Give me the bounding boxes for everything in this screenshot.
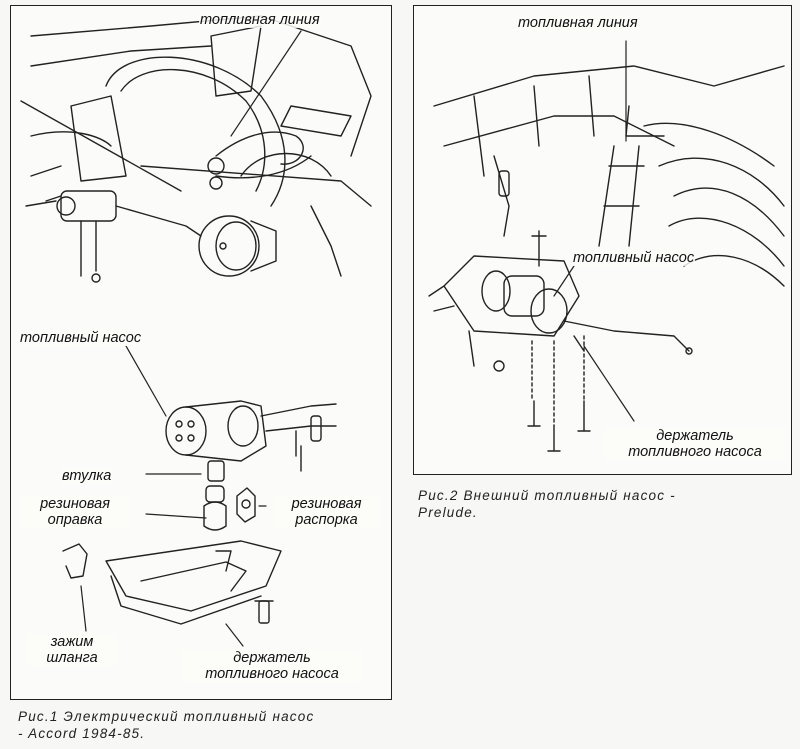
fig1-label-rubber-spacer-line1: резиновая	[291, 496, 362, 512]
pump-holder-bracket	[105, 540, 282, 625]
hose-clamp	[62, 543, 88, 579]
fig1-label-rubber-spacer-line2: распорка	[295, 512, 358, 528]
fig2-label-fuel-pump: топливный насос	[572, 250, 696, 266]
fig1-label-hose-clamp-line2: шланга	[46, 650, 98, 666]
figure-1-drawing	[20, 15, 372, 647]
fig2-label-pump-holder-line1: держатель	[656, 428, 734, 444]
fig1-label-rubber-mount-line1: резиновая	[40, 496, 110, 512]
fig1-label-rubber-spacer: резиновая распорка	[273, 496, 380, 528]
fig2-leader-pump-holder	[583, 345, 635, 422]
fig1-label-fuel-line: топливная линия	[199, 12, 321, 28]
fig1-label-bushing: втулка	[61, 468, 113, 484]
car-body-sketch	[20, 15, 372, 277]
fig2-label-pump-holder-line2: топливного насоса	[628, 444, 762, 460]
fig1-caption-line2: - Accord 1984-85.	[18, 726, 146, 741]
fig1-label-rubber-mount: резиновая оправка	[19, 496, 131, 528]
fig1-label-rubber-mount-line2: оправка	[47, 512, 103, 528]
fig2-caption-line1: Рис.2 Внешний топливный насос -	[418, 488, 676, 503]
leader-lines	[80, 473, 267, 647]
fig1-label-pump-holder-line1: держатель	[233, 650, 311, 666]
exploded-fuel-pump	[165, 400, 337, 472]
fig1-label-hose-clamp-line1: зажим	[50, 634, 94, 650]
figure-1-panel: топливная линия топливный насос втулка р…	[10, 5, 392, 700]
fig2-bolts	[527, 335, 591, 452]
fig2-caption: Рис.2 Внешний топливный насос - Prelude.	[418, 487, 676, 521]
fig2-pump-assembly	[428, 230, 693, 372]
fig1-label-hose-clamp: зажим шланга	[26, 634, 118, 666]
fig2-label-fuel-line: топливная линия	[517, 15, 639, 31]
fig1-caption-line1: Рис.1 Электрический топливный насос	[18, 709, 315, 724]
figure-2-drawing	[428, 40, 785, 452]
small-pump-assembly	[45, 190, 202, 283]
bushing-and-mount	[203, 460, 256, 531]
fig2-label-pump-holder: держатель топливного насоса	[604, 428, 786, 460]
fig1-label-pump-holder-line2: топливного насоса	[205, 666, 339, 682]
fig1-caption: Рис.1 Электрический топливный насос - Ac…	[18, 708, 314, 742]
fig1-label-fuel-pump: топливный насос	[19, 330, 143, 346]
figure-2-panel: топливная линия топливный насос держател…	[413, 5, 792, 475]
fuel-line-sketch	[207, 30, 312, 190]
fig2-caption-line2: Prelude.	[418, 505, 478, 520]
leader-fuel-pump	[125, 345, 167, 417]
brake-booster-sketch	[198, 215, 277, 277]
fig1-label-pump-holder: держатель топливного насоса	[181, 650, 363, 682]
fig2-leader-fuel-pump	[553, 265, 575, 297]
chassis-sketch	[433, 65, 785, 287]
